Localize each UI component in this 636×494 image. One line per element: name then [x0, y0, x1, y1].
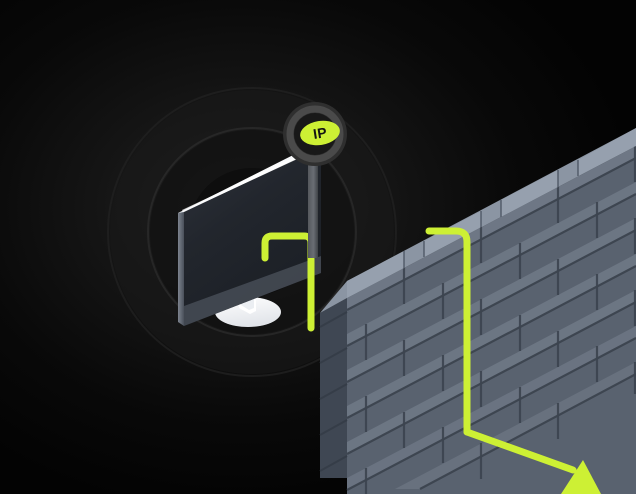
- outbound-arrow-head: [561, 460, 601, 494]
- wall-left-end-face: [320, 298, 347, 478]
- brick-courses: [319, 128, 636, 494]
- cable-exit-segment: [463, 428, 577, 474]
- computer-monitor: [178, 142, 322, 327]
- ip-badge: [300, 120, 340, 146]
- magnifying-glass: [283, 102, 347, 258]
- brick-firewall: [319, 128, 636, 494]
- cable-wall-segment: [425, 227, 471, 436]
- monitor-bottom-bezel: [184, 256, 321, 326]
- magnifier-handle: [308, 150, 318, 258]
- monitor-top-highlight-inner: [182, 146, 319, 212]
- magnifier-ring: [286, 105, 344, 163]
- monitor-left-bevel: [178, 211, 184, 326]
